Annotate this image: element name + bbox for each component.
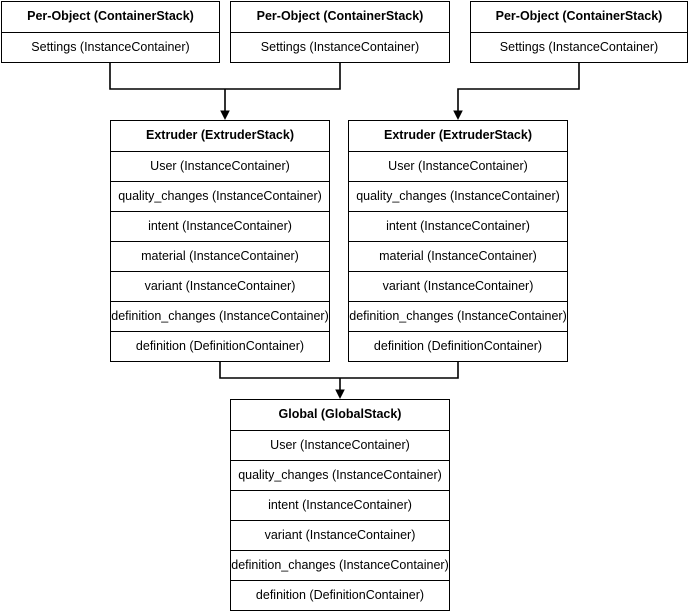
arrowhead-extruder-2 [453,110,463,120]
node-row-user: User (InstanceContainer) [349,151,567,181]
node-row-definition: definition (DefinitionContainer) [111,331,329,361]
node-row-definition: definition (DefinitionContainer) [349,331,567,361]
node-header-extruder-2: Extruder (ExtruderStack) [384,128,532,142]
node-per-object-2[interactable]: Per-Object (ContainerStack) Settings (In… [230,1,450,63]
edge-per-object-3-to-extruder-2 [457,61,580,111]
edge-extruder-1-to-global [219,360,340,379]
arrowhead-global-stack [335,389,345,399]
node-row-intent: intent (InstanceContainer) [231,490,449,520]
node-row-user: User (InstanceContainer) [231,430,449,460]
node-row-intent: intent (InstanceContainer) [349,211,567,241]
node-header-per-object-2: Per-Object (ContainerStack) [256,9,424,23]
node-row-material: material (InstanceContainer) [111,241,329,271]
node-row-definition-changes: definition_changes (InstanceContainer) [231,550,449,580]
node-header-global-stack: Global (GlobalStack) [278,407,402,421]
node-row-settings: Settings (InstanceContainer) [231,32,449,62]
node-row-variant: variant (InstanceContainer) [349,271,567,301]
arrowhead-extruder-1 [220,110,230,120]
node-header-extruder-1: Extruder (ExtruderStack) [146,128,294,142]
node-row-quality-changes: quality_changes (InstanceContainer) [231,460,449,490]
node-row-quality-changes: quality_changes (InstanceContainer) [111,181,329,211]
node-row-variant: variant (InstanceContainer) [111,271,329,301]
edge-extruder-2-to-global [340,360,459,379]
node-row-quality-changes: quality_changes (InstanceContainer) [349,181,567,211]
node-row-variant: variant (InstanceContainer) [231,520,449,550]
node-global-stack[interactable]: Global (GlobalStack) User (InstanceConta… [230,399,450,611]
node-row-intent: intent (InstanceContainer) [111,211,329,241]
node-row-user: User (InstanceContainer) [111,151,329,181]
node-row-material: material (InstanceContainer) [349,241,567,271]
node-header-per-object-1: Per-Object (ContainerStack) [27,9,194,23]
node-extruder-1[interactable]: Extruder (ExtruderStack) User (InstanceC… [110,120,330,362]
node-per-object-3[interactable]: Per-Object (ContainerStack) Settings (In… [470,1,688,63]
node-row-definition: definition (DefinitionContainer) [231,580,449,610]
node-per-object-1[interactable]: Per-Object (ContainerStack) Settings (In… [1,1,220,63]
node-extruder-2[interactable]: Extruder (ExtruderStack) User (InstanceC… [348,120,568,362]
node-row-settings: Settings (InstanceContainer) [2,32,219,62]
node-row-definition-changes: definition_changes (InstanceContainer) [349,301,567,331]
edge-per-object-1-to-extruder-1 [109,61,341,90]
node-row-definition-changes: definition_changes (InstanceContainer) [111,301,329,331]
node-row-settings: Settings (InstanceContainer) [471,32,687,62]
node-header-per-object-3: Per-Object (ContainerStack) [495,9,663,23]
